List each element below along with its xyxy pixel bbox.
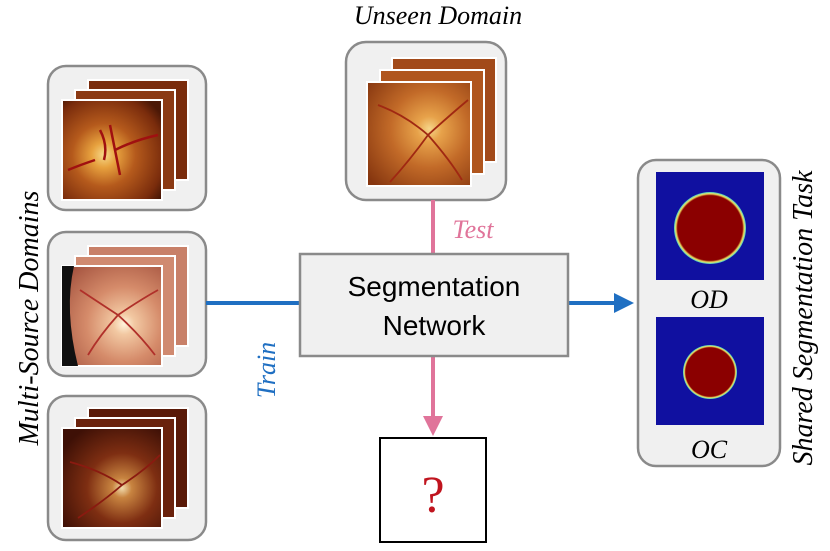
source-domain-panel-2 [46,230,208,378]
unseen-domain-panel [344,40,508,202]
unseen-domain-title: Unseen Domain [354,1,522,30]
source-domain-panel-1 [46,64,208,212]
shared-segmentation-task-label: Shared Segmentation Task [788,170,819,466]
network-label-line2: Network [383,310,487,341]
multi-source-domains-label: Multi-Source Domains [14,190,45,446]
question-mark: ? [421,467,444,524]
network-label-line1: Segmentation [348,271,521,302]
segmentation-network-box: Segmentation Network [298,252,570,358]
unknown-output-box: ? [379,437,487,543]
shared-task-panel: OD OC [636,158,782,468]
od-label: OD [690,285,728,314]
source-domain-panel-3 [46,394,208,542]
test-label: Test [453,215,495,244]
oc-label: OC [691,435,728,464]
train-label: Train [252,342,281,398]
